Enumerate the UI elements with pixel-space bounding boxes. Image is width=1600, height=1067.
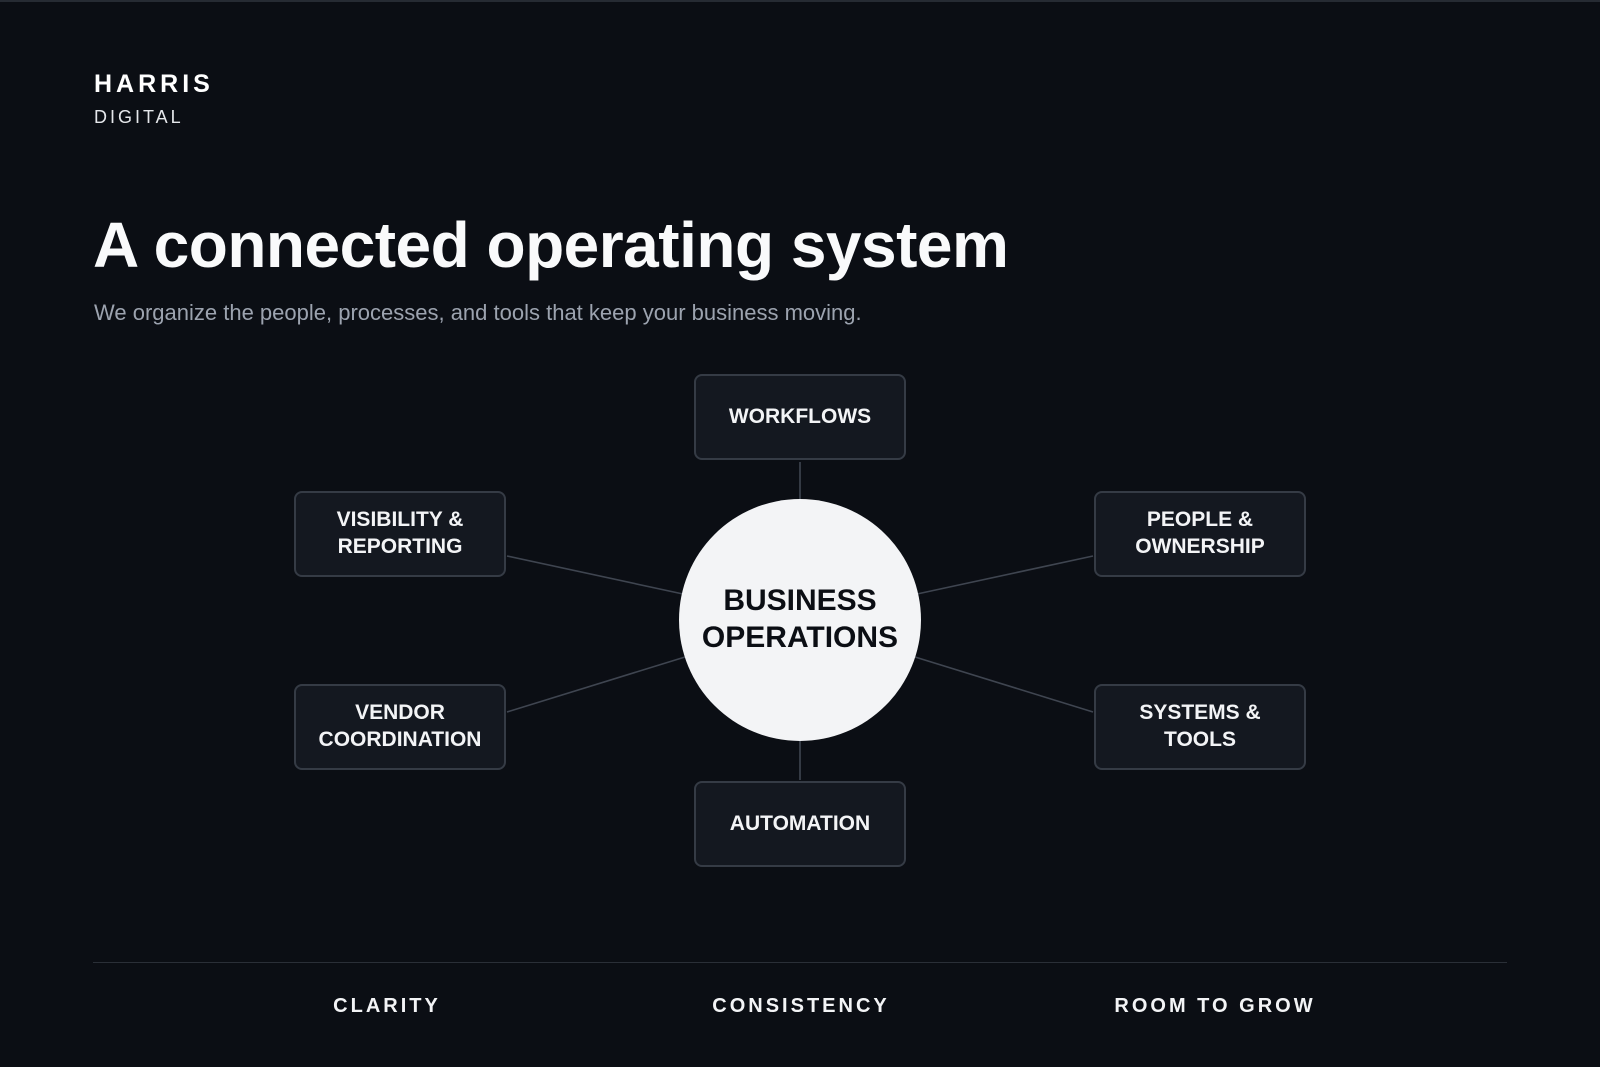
node-label: SYSTEMS & TOOLS: [1139, 701, 1261, 751]
node-systems-tools[interactable]: SYSTEMS & TOOLS: [1094, 684, 1306, 770]
top-border: [0, 0, 1600, 2]
node-label: VENDOR COORDINATION: [318, 701, 482, 751]
node-visibility-reporting[interactable]: VISIBILITY & REPORTING: [294, 491, 506, 577]
brand-subtitle: DIGITAL: [94, 107, 184, 127]
connector-visibility: [506, 555, 684, 595]
pillar-clarity: CLARITY: [333, 995, 441, 1017]
pillar-room-to-grow: ROOM TO GROW: [1114, 995, 1316, 1017]
pillar-consistency: CONSISTENCY: [712, 995, 890, 1017]
node-label: AUTOMATION: [729, 811, 871, 835]
node-vendor-coordination[interactable]: VENDOR COORDINATION: [294, 684, 506, 770]
node-people-ownership[interactable]: PEOPLE & OWNERSHIP: [1094, 491, 1306, 577]
node-automation[interactable]: AUTOMATION: [694, 781, 906, 867]
brand-name: HARRIS: [94, 70, 214, 98]
connector-people: [916, 555, 1094, 595]
node-label: PEOPLE & OWNERSHIP: [1135, 508, 1265, 558]
connector-systems: [914, 656, 1094, 713]
connector-vendor: [506, 656, 686, 713]
page-subtitle: We organize the people, processes, and t…: [94, 300, 862, 325]
node-label: VISIBILITY & REPORTING: [336, 508, 464, 558]
hub-business-operations: BUSINESS OPERATIONS: [679, 499, 921, 741]
brand-logo[interactable]: HARRIS DIGITAL: [94, 70, 214, 127]
node-label: WORKFLOWS: [728, 404, 872, 428]
hub-label: BUSINESS OPERATIONS: [701, 584, 899, 654]
footer-divider: [93, 962, 1507, 963]
node-workflows[interactable]: WORKFLOWS: [694, 374, 906, 460]
page-title: A connected operating system: [93, 209, 1009, 281]
